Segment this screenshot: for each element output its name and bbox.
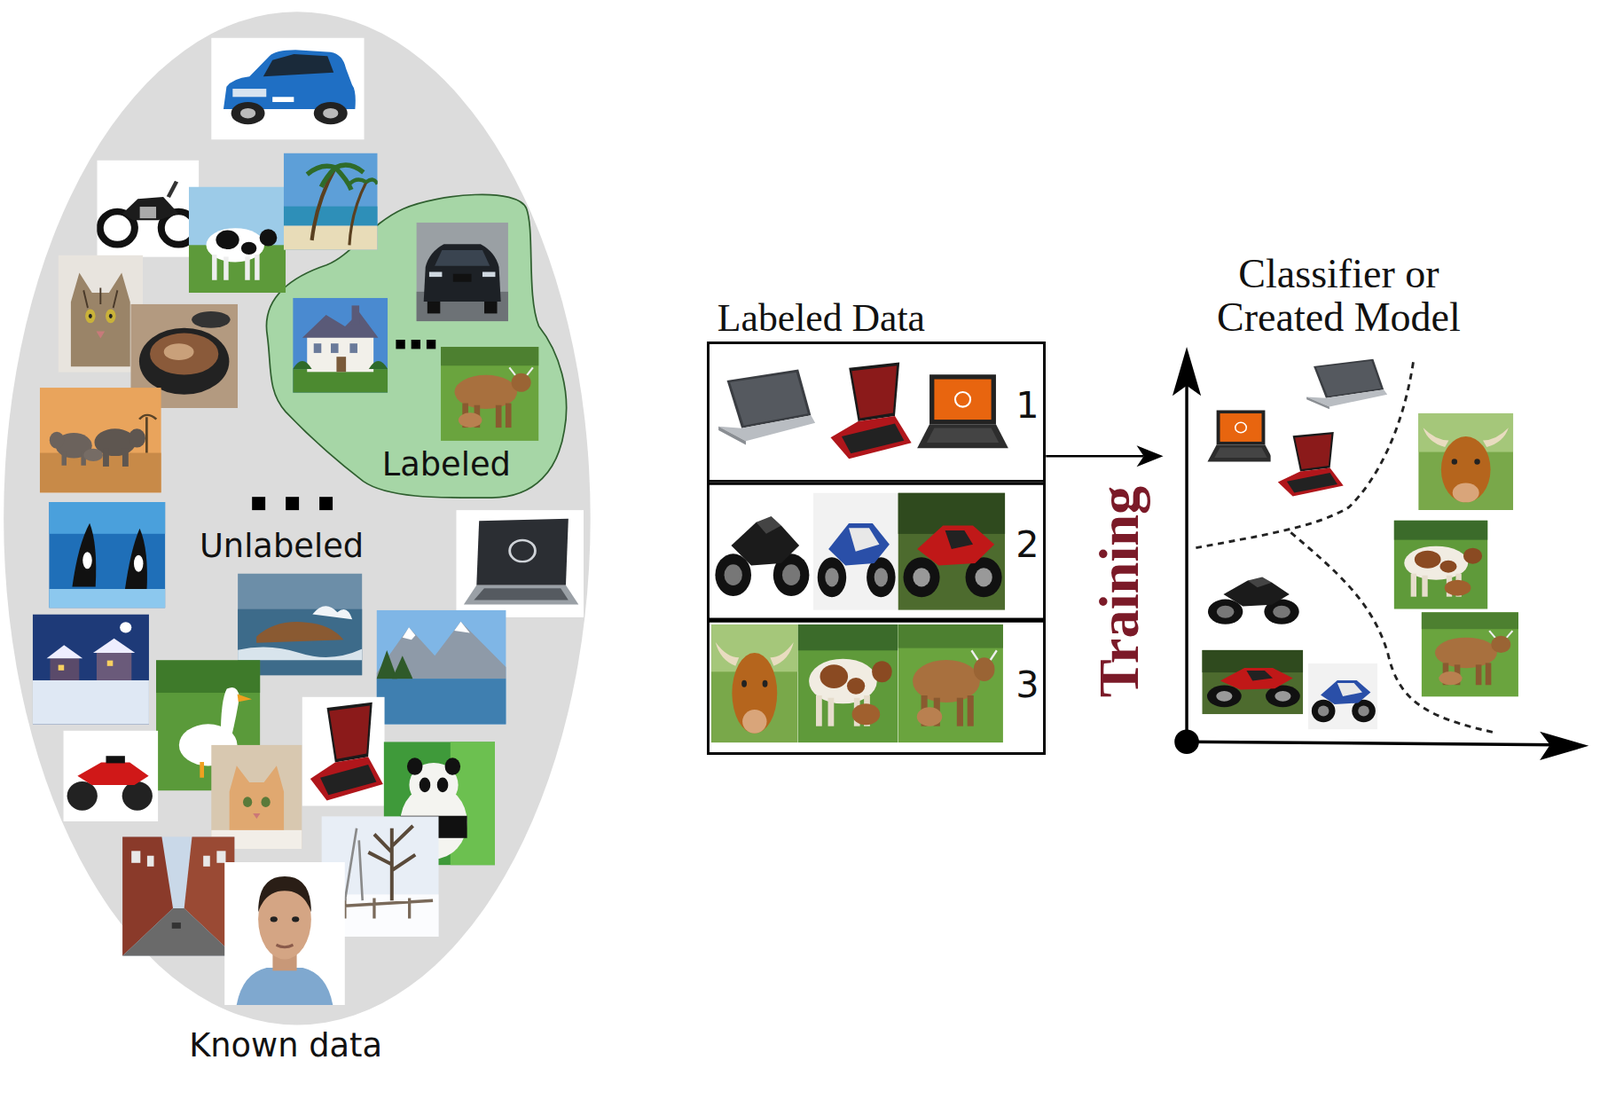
process-label: Training [1088,486,1152,699]
photo-motorcycle [711,493,812,611]
flow-arrow [1045,445,1163,467]
photo-laptop [821,357,914,465]
photo-cow [798,624,899,743]
text-slot: Labeled [372,445,521,485]
photo-laptop [1206,405,1276,470]
photo-cow [440,346,539,441]
photo-motorcycle [897,493,1005,611]
photo-snow-village [32,613,150,724]
table-heading: Labeled Data [717,294,1024,341]
text-slot: Labeled Data [717,294,1024,341]
photo-elephants [39,387,162,493]
photo-cow [711,624,799,743]
text-slot: Known data [168,1026,404,1066]
photo-suv [415,222,509,322]
text-slot: 2 [1011,523,1044,568]
ellipsis-square [319,496,333,510]
photo-beach [283,153,378,251]
outline-shape [708,621,1045,754]
photo-motorcycle [1201,650,1303,714]
connector-line [1045,454,1144,458]
photo-mountain-lake [376,610,507,725]
photo-laptop [915,367,1011,460]
caption-label: Known data [168,1026,404,1066]
text-slot: Unlabeled [179,526,384,566]
origin-dot [1174,729,1200,754]
photo-laptop [713,361,820,455]
photo-motorcycle [96,160,199,258]
photo-laptop [1270,428,1345,501]
photo-laptop [1302,353,1391,416]
photo-cow [1394,520,1489,610]
photo-motorcycle [1204,563,1302,633]
class-number: 3 [1011,663,1044,708]
photo-laptop [455,509,584,618]
photo-atv [62,730,158,822]
photo-house [292,298,388,393]
photo-street [122,836,236,957]
photo-cow [1418,413,1514,510]
outline-shape [708,484,1045,620]
outline-shape [4,11,592,1025]
photo-orcas [48,501,165,609]
ellipsis-square [426,339,436,349]
classifier-plot [1172,346,1589,761]
panel-title: Classifier or Created Model [1185,252,1492,339]
axis-arrowhead [1539,731,1589,761]
photo-car [211,38,365,141]
photo-cat [58,255,143,373]
ellipsis-square [411,339,421,349]
photo-kitten [211,745,302,849]
photo-motorcycle [1308,663,1378,730]
photo-laptop [302,697,385,807]
arrowhead [1137,445,1164,467]
outline-shape [266,195,566,499]
photo-cow [897,624,1004,743]
outline-shape [708,343,1045,482]
class-number: 2 [1011,523,1044,568]
region-label: Unlabeled [179,526,384,566]
ellipsis-square [251,496,266,510]
region-label: Labeled [372,445,521,485]
x-axis [1186,741,1556,745]
photo-cow [188,186,286,293]
axis-arrowhead [1172,346,1201,396]
photo-cow [1421,611,1519,697]
ellipsis-square [285,496,299,510]
photo-face [224,862,346,1005]
table-photos [711,357,1011,744]
outline-shape [708,343,1045,754]
y-axis [1184,379,1188,742]
text-slot: Classifier or Created Model [1185,252,1492,339]
photo-sea-rock [237,572,362,675]
text-slot: 1 [1011,384,1044,429]
text-slot: 3 [1011,663,1044,708]
photo-motorcycle [813,493,898,611]
ellipsis-square [395,339,405,349]
class-number: 1 [1011,384,1044,429]
